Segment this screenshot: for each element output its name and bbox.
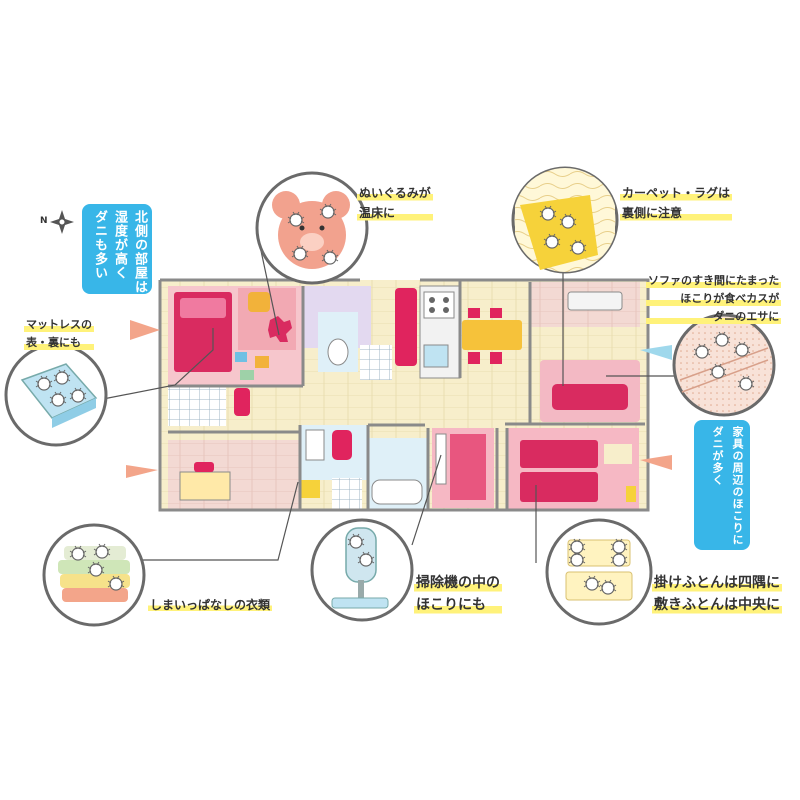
carpet-label: カーペット・ラグは 裏側に注意 bbox=[620, 183, 733, 223]
sink-icon bbox=[423, 344, 449, 368]
toilet-icon bbox=[327, 338, 349, 366]
sofa bbox=[552, 384, 628, 410]
vacuum-line-1: 掃除機の中の bbox=[414, 572, 502, 594]
tv-stand bbox=[567, 291, 623, 311]
leader-lines bbox=[97, 245, 680, 563]
carpet-line-2: 裏側に注意 bbox=[620, 203, 733, 223]
vacuum-circle bbox=[310, 518, 414, 622]
sofa-label: ソファのすき間にたまった ほこりが食べカスが ダニのエサに bbox=[646, 272, 782, 326]
kitchen-mat bbox=[395, 288, 417, 366]
vacuum-mini-icon bbox=[435, 433, 447, 485]
plush-line-2: 温床に bbox=[357, 203, 433, 223]
sofa-line-3: ダニのエサに bbox=[646, 308, 782, 326]
desk bbox=[179, 471, 231, 501]
clothes-circle bbox=[42, 523, 146, 627]
plush-label: ぬいぐるみが 温床に bbox=[357, 183, 433, 223]
clothes-label: しまいっぱなしの衣類 bbox=[148, 596, 273, 613]
north-room-col-1: 北側の部屋は bbox=[132, 210, 147, 294]
carpet-line-1: カーペット・ラグは bbox=[620, 183, 733, 203]
chair-icon bbox=[248, 292, 270, 312]
clothes-line: しまいっぱなしの衣類 bbox=[148, 596, 273, 613]
sofa-line-2: ほこりが食べカスが bbox=[646, 290, 782, 308]
compass-icon bbox=[50, 210, 74, 234]
compass-label: N bbox=[40, 216, 48, 226]
carpet-circle bbox=[511, 166, 619, 274]
dining-table bbox=[462, 320, 522, 350]
futon-circle bbox=[545, 518, 653, 626]
futon-line-1: 掛けふとんは四隅に bbox=[652, 572, 782, 594]
mattress-line-1: マットレスの bbox=[24, 316, 94, 334]
futon-bottom bbox=[520, 472, 598, 502]
futon-label: 掛けふとんは四隅に 敷きふとんは中央に bbox=[652, 572, 782, 616]
futon-top bbox=[520, 440, 598, 468]
sofa-line-1: ソファのすき間にたまった bbox=[646, 272, 782, 290]
bathtub-icon bbox=[371, 479, 423, 505]
desk-chair bbox=[194, 462, 214, 472]
mat-small bbox=[234, 388, 250, 416]
furniture-callout: 家具の周辺のほこりに ダニが多く bbox=[694, 420, 750, 550]
north-room-col-3: ダニも多い bbox=[92, 210, 107, 280]
plush-circle bbox=[255, 171, 369, 285]
north-room-callout: 北側の部屋は 湿度が高く ダニも多い bbox=[82, 204, 152, 294]
north-room-col-2: 湿度が高く bbox=[112, 210, 127, 280]
furniture-col-1: 家具の周辺のほこりに bbox=[731, 426, 744, 546]
vacuum-line-2: ほこりにも bbox=[414, 594, 502, 616]
floor-plan bbox=[126, 278, 672, 512]
furniture-col-2: ダニが多く bbox=[711, 426, 724, 486]
bath-mat bbox=[332, 430, 352, 460]
closet-tile bbox=[168, 386, 226, 426]
vacuum-label: 掃除機の中の ほこりにも bbox=[414, 572, 502, 616]
bear-icon bbox=[268, 316, 292, 342]
futon-line-2: 敷きふとんは中央に bbox=[652, 594, 782, 616]
sofa-circle bbox=[672, 313, 776, 417]
mattress-line-2: 表・裏にも bbox=[24, 334, 94, 352]
washer-icon bbox=[305, 429, 325, 461]
closet-vacuum bbox=[450, 434, 486, 500]
plush-line-1: ぬいぐるみが bbox=[357, 183, 433, 203]
window-air-icon bbox=[126, 320, 672, 478]
mattress-label: マットレスの 表・裏にも bbox=[24, 316, 94, 352]
mattress-circle bbox=[4, 343, 108, 447]
